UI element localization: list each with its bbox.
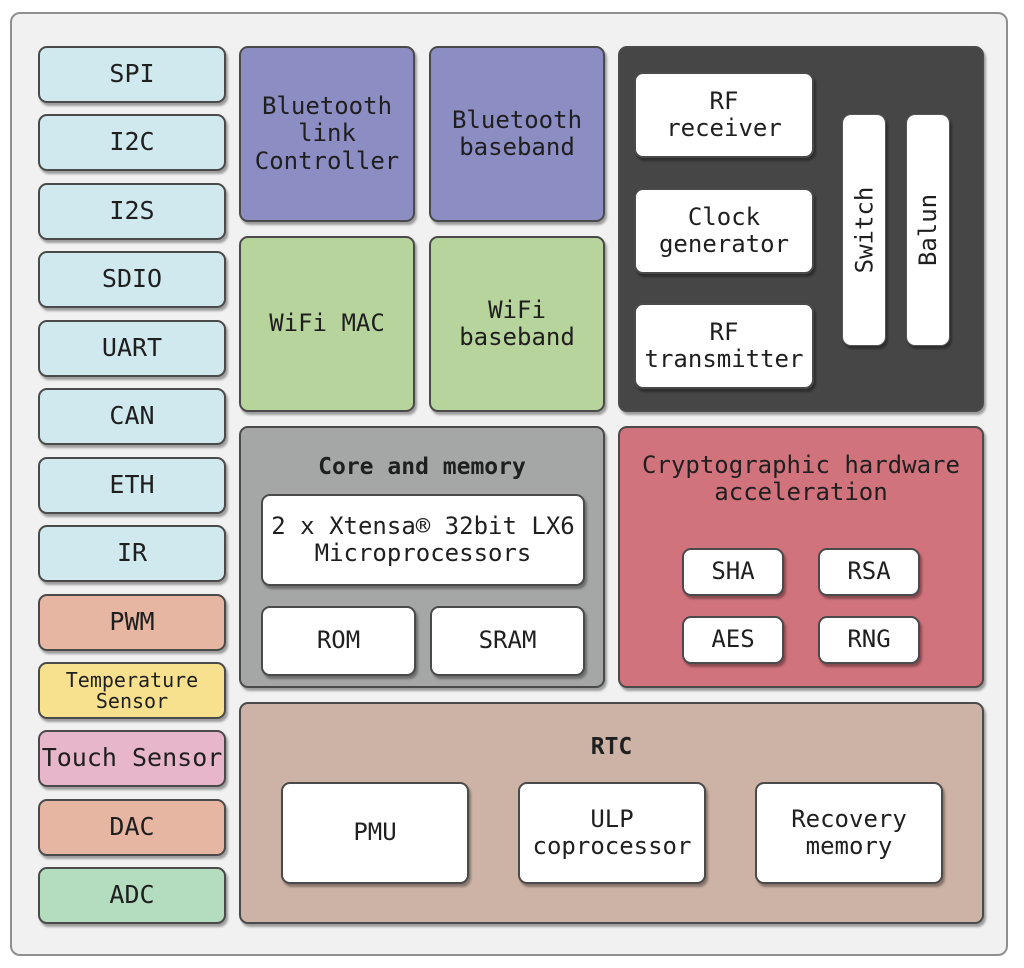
rf-receiver-block: RF receiver bbox=[634, 72, 814, 158]
peripheral-label: IR bbox=[116, 538, 148, 568]
pmu-block: PMU bbox=[281, 782, 469, 884]
aes-block: AES bbox=[682, 616, 784, 664]
peripheral-label: I2C bbox=[109, 127, 155, 157]
peripheral-sdio: SDIO bbox=[38, 251, 226, 308]
peripheral-label: ETH bbox=[109, 470, 155, 500]
sha-label: SHA bbox=[711, 557, 755, 586]
bluetooth-link-controller-label: Bluetooth link Controller bbox=[254, 92, 400, 175]
wifi-mac-label: WiFi MAC bbox=[269, 309, 385, 338]
core-and-memory-title: Core and memory bbox=[318, 454, 526, 480]
rom-block: ROM bbox=[261, 606, 416, 676]
rsa-block: RSA bbox=[818, 548, 920, 596]
peripheral-label: DAC bbox=[109, 812, 155, 842]
bluetooth-baseband-block: Bluetooth baseband bbox=[429, 46, 605, 222]
peripheral-spi: SPI bbox=[38, 46, 226, 103]
peripheral-temperature-sensor: Temperature Sensor bbox=[38, 662, 226, 719]
sram-label: SRAM bbox=[478, 626, 537, 655]
peripheral-pwm: PWM bbox=[38, 594, 226, 651]
peripheral-dac: DAC bbox=[38, 799, 226, 856]
pmu-label: PMU bbox=[353, 818, 397, 847]
rf-receiver-label: RF receiver bbox=[666, 86, 782, 142]
balun-label: Balun bbox=[914, 193, 942, 267]
peripheral-i2s: I2S bbox=[38, 183, 226, 240]
clock-generator-label: Clock generator bbox=[658, 202, 790, 258]
rom-label: ROM bbox=[316, 626, 361, 655]
peripheral-can: CAN bbox=[38, 388, 226, 445]
bluetooth-baseband-label: Bluetooth baseband bbox=[451, 105, 583, 161]
recovery-memory-label: Recovery memory bbox=[791, 804, 907, 860]
recovery-memory-block: Recovery memory bbox=[755, 782, 943, 884]
peripheral-touch-sensor: Touch Sensor bbox=[38, 730, 226, 787]
switch-label: Switch bbox=[850, 186, 879, 274]
peripheral-label: ADC bbox=[109, 880, 155, 910]
bluetooth-link-controller-block: Bluetooth link Controller bbox=[239, 46, 415, 222]
crypto-acceleration-block: Cryptographic hardware acceleration SHA … bbox=[618, 426, 984, 688]
peripheral-uart: UART bbox=[38, 320, 226, 377]
peripheral-label: SDIO bbox=[101, 264, 163, 294]
peripheral-label: I2S bbox=[109, 196, 155, 226]
peripheral-label: SPI bbox=[109, 59, 155, 89]
rf-block: RF receiver Clock generator RF transmitt… bbox=[618, 46, 984, 412]
rf-transmitter-block: RF transmitter bbox=[634, 303, 814, 389]
rng-label: RNG bbox=[847, 625, 891, 654]
switch-block: Switch bbox=[842, 114, 886, 346]
wifi-baseband-label: WiFi baseband bbox=[459, 295, 575, 351]
rf-transmitter-label: RF transmitter bbox=[644, 317, 804, 373]
peripheral-eth: ETH bbox=[38, 457, 226, 514]
rtc-title: RTC bbox=[590, 734, 633, 760]
core-and-memory-block: Core and memory 2 x Xtensa® 32bit LX6 Mi… bbox=[239, 426, 605, 688]
microprocessors-block: 2 x Xtensa® 32bit LX6 Microprocessors bbox=[261, 494, 585, 586]
peripheral-i2c: I2C bbox=[38, 114, 226, 171]
peripheral-ir: IR bbox=[38, 525, 226, 582]
crypto-acceleration-title: Cryptographic hardware acceleration bbox=[642, 451, 960, 507]
wifi-mac-block: WiFi MAC bbox=[239, 236, 415, 412]
wifi-baseband-block: WiFi baseband bbox=[429, 236, 605, 412]
peripheral-label: PWM bbox=[109, 607, 155, 637]
clock-generator-block: Clock generator bbox=[634, 188, 814, 274]
rtc-block: RTC PMU ULP coprocessor Recovery memory bbox=[239, 702, 984, 924]
sha-block: SHA bbox=[682, 548, 784, 596]
ulp-coprocessor-block: ULP coprocessor bbox=[518, 782, 706, 884]
rng-block: RNG bbox=[818, 616, 920, 664]
peripheral-adc: ADC bbox=[38, 867, 226, 924]
microprocessors-label: 2 x Xtensa® 32bit LX6 Microprocessors bbox=[271, 511, 575, 567]
ulp-coprocessor-label: ULP coprocessor bbox=[532, 804, 692, 860]
balun-block: Balun bbox=[906, 114, 950, 346]
sram-block: SRAM bbox=[430, 606, 585, 676]
rsa-label: RSA bbox=[847, 557, 891, 586]
aes-label: AES bbox=[711, 625, 755, 654]
peripheral-label: Touch Sensor bbox=[41, 743, 223, 773]
peripheral-label: UART bbox=[101, 333, 163, 363]
peripheral-label: CAN bbox=[109, 401, 155, 431]
peripheral-label: Temperature Sensor bbox=[65, 667, 199, 713]
